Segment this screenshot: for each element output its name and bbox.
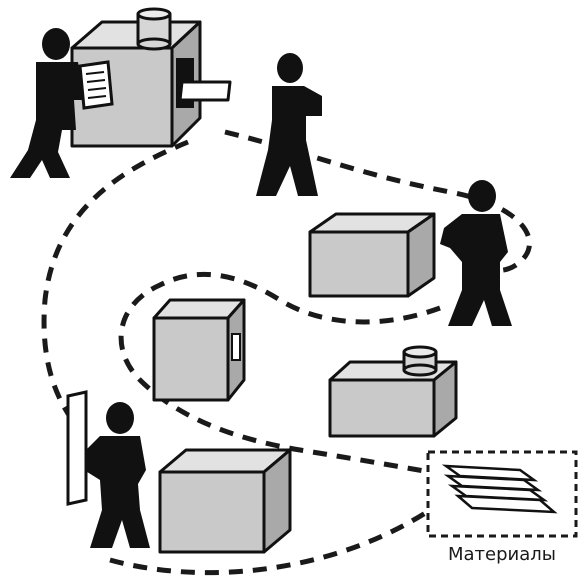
box-with-cylinder bbox=[330, 347, 456, 436]
worker-walking bbox=[256, 53, 322, 196]
document-icon bbox=[80, 62, 112, 108]
box-right bbox=[310, 214, 434, 296]
cylinder-icon bbox=[138, 9, 170, 49]
materials-label: Материалы bbox=[448, 544, 556, 565]
box-with-handle bbox=[154, 300, 244, 400]
worker-carrying bbox=[68, 392, 150, 548]
box-bottom bbox=[160, 450, 290, 552]
materials-area: Материалы bbox=[428, 452, 576, 565]
cylinder-icon bbox=[404, 347, 436, 375]
paper-stack-icon bbox=[446, 466, 554, 512]
plank-icon bbox=[68, 392, 86, 504]
worker-right bbox=[440, 180, 512, 326]
